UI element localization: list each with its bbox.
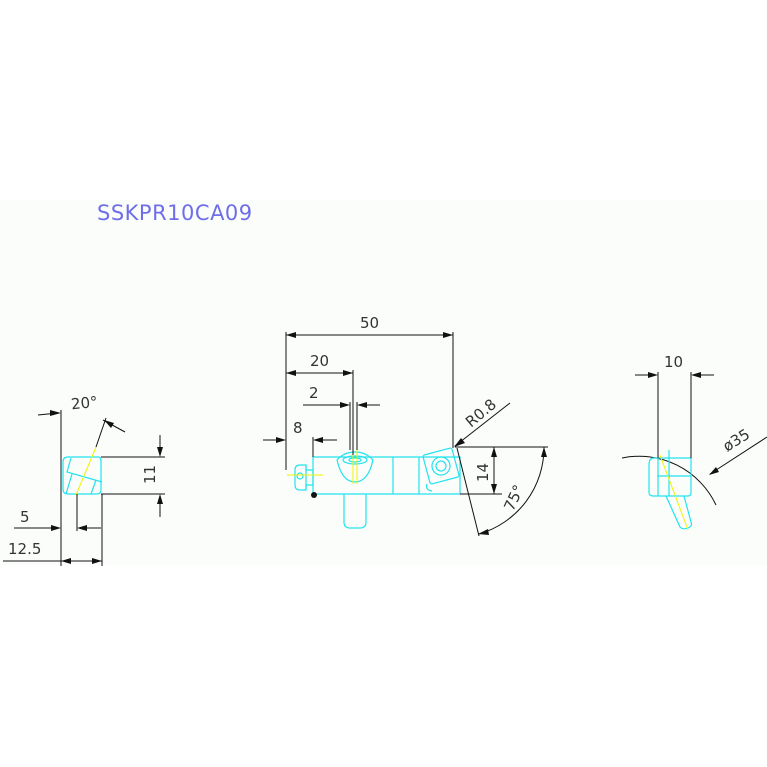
left-height-label: 11: [141, 465, 159, 484]
part-number-title: SSKPR10CA09: [97, 201, 253, 225]
insert-gap-label: 2: [309, 384, 319, 402]
left-view-insert-outline: [62, 456, 103, 495]
min-bore-arc: [621, 455, 717, 506]
insert-position-label: 20: [310, 352, 329, 370]
overall-length-label: 50: [360, 314, 379, 332]
left-view-axis: [75, 446, 97, 496]
insert-height-label: 14: [474, 463, 492, 482]
drawing-sheet: [0, 200, 767, 565]
right-view-insert-outline: [648, 450, 693, 530]
tool-body-outline: [294, 447, 461, 529]
right-width-label: 10: [664, 353, 683, 371]
reference-point: [311, 492, 317, 498]
left-angle-label: 20°: [70, 393, 98, 414]
left-offset-label: 5: [20, 508, 30, 526]
screw-offset-label: 8: [293, 419, 303, 437]
left-view: 20° 11 5 12.5: [3, 393, 165, 566]
right-view-axis: [659, 454, 689, 531]
left-width-label: 12.5: [8, 540, 41, 558]
